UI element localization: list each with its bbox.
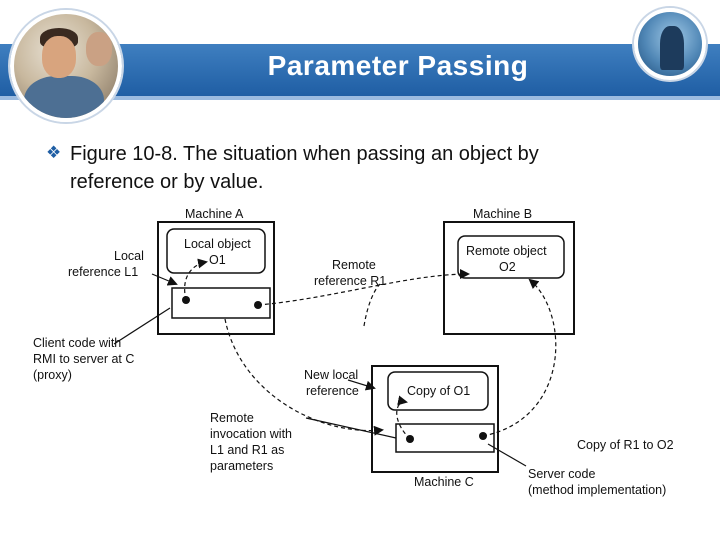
diamond-bullet-icon: ❖: [46, 143, 62, 162]
rmi-call-arrow: [224, 318, 384, 436]
local-reference-label-2: reference L1: [68, 265, 138, 279]
server-code-box: [395, 423, 495, 453]
machine-a-label: Machine A: [185, 207, 244, 221]
client-code-label-2: RMI to server at C: [33, 352, 134, 366]
business-people-photo: [10, 10, 122, 122]
r1-to-o2-arrow: [257, 269, 470, 306]
client-code-label-3: (proxy): [33, 368, 72, 382]
client-code-pointer: [113, 307, 171, 345]
remote-invocation-label-3: L1 and R1 as: [210, 443, 284, 457]
proxy-box-a: [171, 287, 271, 319]
title-band-underline: [0, 96, 720, 100]
new-local-reference-arrow: [347, 379, 376, 391]
l1-to-o1-arrow: [184, 258, 208, 301]
remote-object-box: [457, 235, 565, 279]
new-local-reference-label-1: New local: [304, 368, 358, 382]
slide-title: Parameter Passing: [267, 50, 529, 81]
local-object-name: O1: [209, 253, 226, 267]
server-code-label-2: (method implementation): [528, 483, 666, 497]
local-object-box: [166, 228, 266, 274]
copy-r1-to-o2-label: Copy of R1 to O2: [577, 438, 674, 452]
bullet-text: Figure 10-8. The situation when passing …: [70, 143, 539, 193]
new-local-reference-label-2: reference: [306, 384, 359, 398]
remote-reference-label-2: reference R1: [314, 274, 386, 288]
server-code-pointer: [487, 443, 527, 467]
remote-invocation-label-1: Remote: [210, 411, 254, 425]
remote-reference-pointer: [363, 283, 381, 327]
local-reference-label-1: Local: [114, 249, 144, 263]
remote-invocation-label-2: invocation with: [210, 427, 292, 441]
slide-header: Parameter Passing: [0, 0, 720, 122]
figure-svg: Machine A Machine B Machine C Local obje…: [33, 207, 674, 497]
local-object-label: Local object: [184, 237, 251, 251]
r1-copy-to-o2-arrow: [482, 278, 557, 437]
remote-object-name: O2: [499, 260, 516, 274]
office-worker-photo: [634, 8, 706, 80]
local-reference-arrow: [151, 273, 178, 286]
remote-invocation-label-4: parameters: [210, 459, 273, 473]
remote-reference-label-1: Remote: [332, 258, 376, 272]
l1-copy-arrow: [396, 395, 411, 440]
parameter-passing-figure: Machine A Machine B Machine C Local obje…: [30, 204, 690, 500]
server-code-label-1: Server code: [528, 467, 595, 481]
machine-b-label: Machine B: [473, 207, 532, 221]
copy-of-o1-box: [387, 371, 489, 411]
client-code-label-1: Client code with: [33, 336, 121, 350]
machine-c-label: Machine C: [414, 475, 474, 489]
copy-of-o1-label: Copy of O1: [407, 384, 470, 398]
remote-object-label: Remote object: [466, 244, 547, 258]
